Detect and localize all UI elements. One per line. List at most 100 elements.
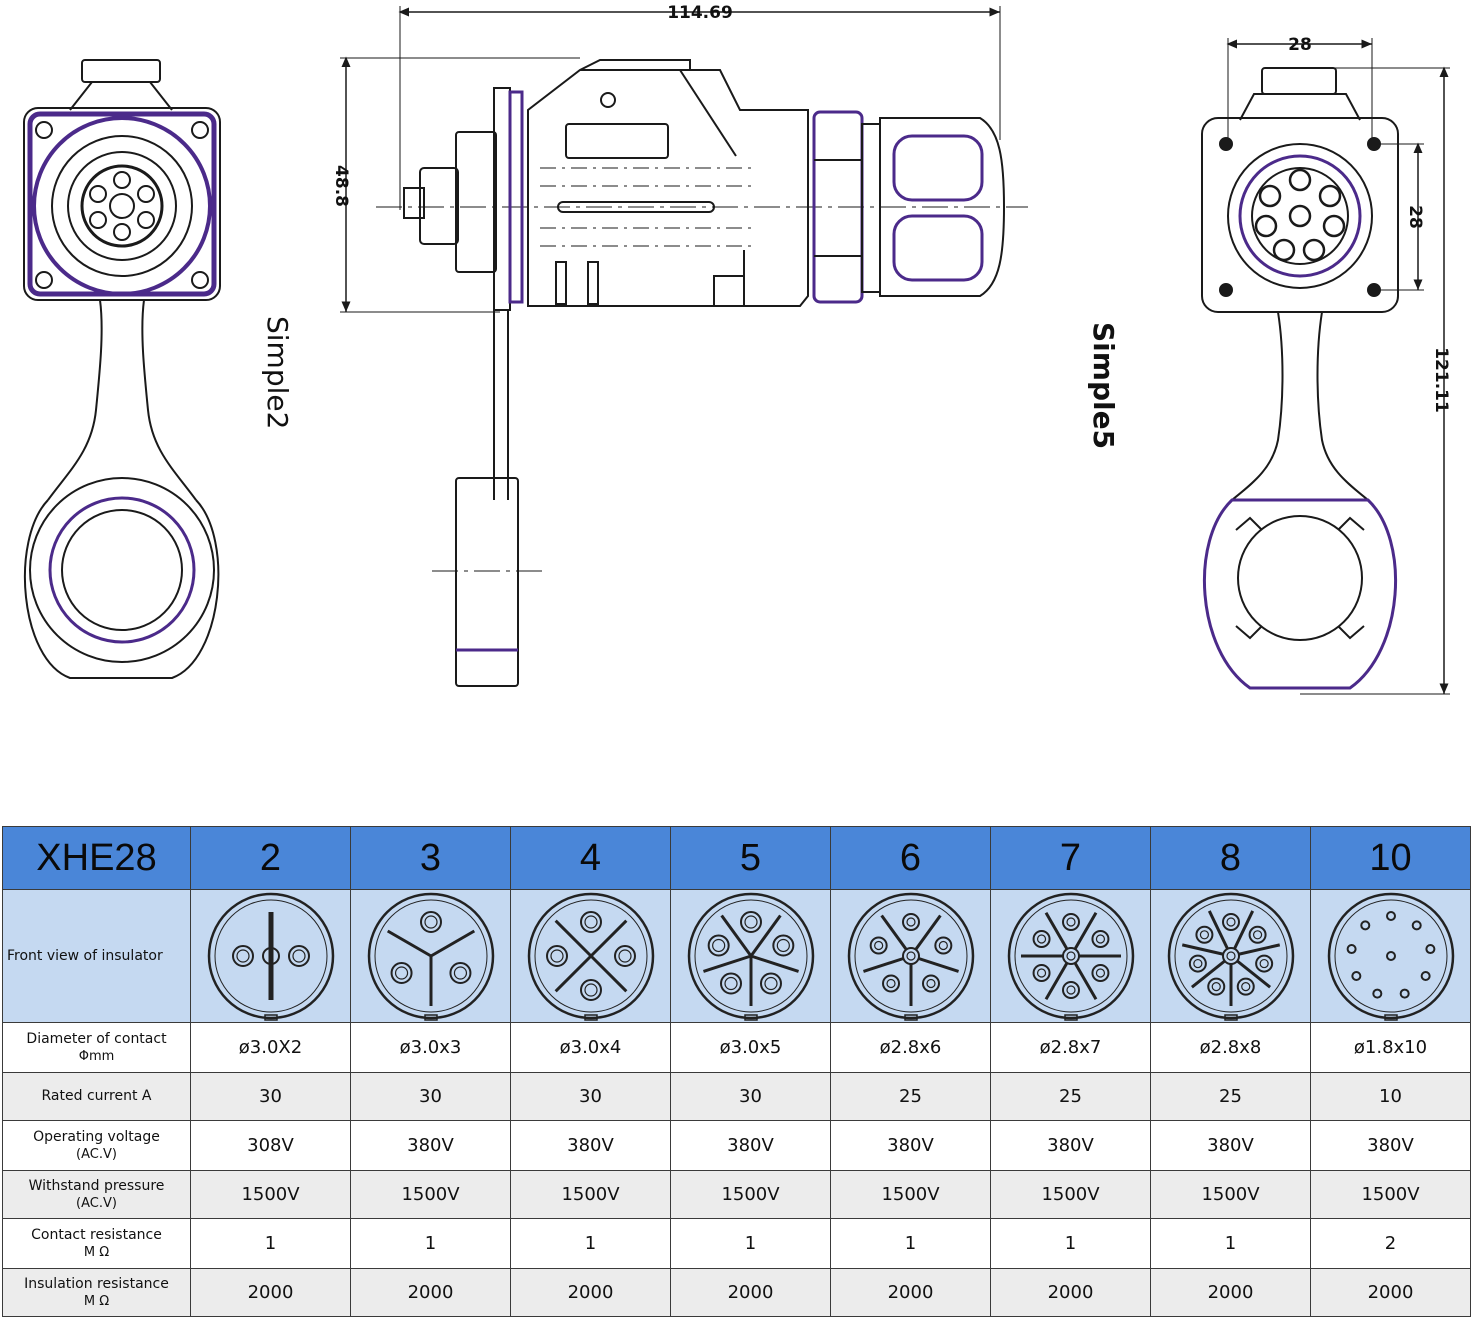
cell: 2000 [510, 1268, 671, 1317]
insulator-4pin [510, 889, 671, 1023]
pin-header: 7 [990, 826, 1151, 890]
pin-header: 5 [670, 826, 831, 890]
cell: 380V [1310, 1120, 1471, 1171]
technical-drawing: Simple2 [23, 3, 1451, 695]
front-view-row: Front view of insulator [2, 889, 1471, 1023]
pin-header: 2 [190, 826, 351, 890]
cell: ø2.8x6 [830, 1022, 991, 1073]
insulator-face-icon [207, 892, 334, 1021]
cell: ø3.0x5 [670, 1022, 831, 1073]
spec-table: XHE28 2 3 4 5 6 7 8 10 Front view of ins… [2, 826, 1471, 1317]
insulator-8pin [1150, 889, 1311, 1023]
cell: 380V [670, 1120, 831, 1171]
view-label-left: Simple2 [261, 316, 294, 429]
cell: 380V [1150, 1120, 1311, 1171]
insulator-10pin [1310, 889, 1471, 1023]
dimension-height: 48.8 [331, 165, 351, 207]
row-withstand-pressure: Withstand pressure(AC.V) 1500V 1500V 150… [2, 1170, 1471, 1219]
cell: 380V [990, 1120, 1151, 1171]
pin-header: 10 [1310, 826, 1471, 890]
insulator-face-icon [687, 892, 814, 1021]
cell: 1500V [670, 1170, 831, 1219]
dimension-flange-width: 28 [1288, 35, 1312, 55]
insulator-6pin [830, 889, 991, 1023]
cell: 2000 [350, 1268, 511, 1317]
side-view [340, 6, 1028, 687]
insulator-3pin [350, 889, 511, 1023]
model-header: XHE28 [2, 826, 191, 890]
dimension-flange-height: 28 [1405, 205, 1425, 229]
cell: 1 [510, 1218, 671, 1269]
cell: 1 [990, 1218, 1151, 1269]
insulator-face-icon [527, 892, 654, 1021]
row-label: Withstand pressure(AC.V) [2, 1170, 191, 1219]
cell: 380V [830, 1120, 991, 1171]
insulator-5pin [670, 889, 831, 1023]
cell: 1500V [1310, 1170, 1471, 1219]
dimension-overall-height: 121.11 [1431, 347, 1451, 413]
pin-header: 3 [350, 826, 511, 890]
dimension-length: 114.69 [667, 3, 733, 23]
cell: ø2.8x7 [990, 1022, 1151, 1073]
row-operating-voltage: Operating voltage(AC.V) 308V 380V 380V 3… [2, 1120, 1471, 1171]
cell: 1 [1150, 1218, 1311, 1269]
cell: ø1.8x10 [1310, 1022, 1471, 1073]
cell: ø2.8x8 [1150, 1022, 1311, 1073]
cell: 30 [510, 1072, 671, 1121]
cell: 1500V [990, 1170, 1151, 1219]
cell: ø3.0x3 [350, 1022, 511, 1073]
insulator-face-icon [1327, 892, 1454, 1021]
cell: 2000 [1310, 1268, 1471, 1317]
row-label: Front view of insulator [2, 889, 191, 1023]
front-view-right [1201, 38, 1450, 695]
pin-header: 6 [830, 826, 991, 890]
cell: 1500V [830, 1170, 991, 1219]
cell: 1500V [190, 1170, 351, 1219]
front-view-left [23, 59, 221, 679]
cell: 10 [1310, 1072, 1471, 1121]
cell: 25 [830, 1072, 991, 1121]
cell: 2000 [990, 1268, 1151, 1317]
cell: 30 [190, 1072, 351, 1121]
cell: 2 [1310, 1218, 1471, 1269]
cell: 1 [830, 1218, 991, 1269]
cell: 380V [350, 1120, 511, 1171]
pin-header: 8 [1150, 826, 1311, 890]
cell: 2000 [190, 1268, 351, 1317]
insulator-face-icon [367, 892, 494, 1021]
row-label: Operating voltage(AC.V) [2, 1120, 191, 1171]
cell: 2000 [1150, 1268, 1311, 1317]
cell: 30 [350, 1072, 511, 1121]
insulator-face-icon [847, 892, 974, 1021]
cell: ø3.0X2 [190, 1022, 351, 1073]
cell: 1 [350, 1218, 511, 1269]
cell: 1 [190, 1218, 351, 1269]
cell: 1500V [510, 1170, 671, 1219]
insulator-face-icon [1167, 892, 1294, 1021]
header-row: XHE28 2 3 4 5 6 7 8 10 [2, 826, 1471, 890]
cell: 25 [1150, 1072, 1311, 1121]
cell: 1500V [350, 1170, 511, 1219]
cell: 380V [510, 1120, 671, 1171]
cell: 30 [670, 1072, 831, 1121]
view-label-right: Simple5 [1087, 322, 1120, 449]
cell: ø3.0x4 [510, 1022, 671, 1073]
cell: 308V [190, 1120, 351, 1171]
cell: 25 [990, 1072, 1151, 1121]
cell: 1 [670, 1218, 831, 1269]
row-rated-current: Rated current A 30 30 30 30 25 25 25 10 [2, 1072, 1471, 1121]
row-label: Rated current A [2, 1072, 191, 1121]
insulator-7pin [990, 889, 1151, 1023]
cell: 2000 [670, 1268, 831, 1317]
pin-header: 4 [510, 826, 671, 890]
cell: 1500V [1150, 1170, 1311, 1219]
insulator-face-icon [1007, 892, 1134, 1021]
insulator-2pin [190, 889, 351, 1023]
cell: 2000 [830, 1268, 991, 1317]
